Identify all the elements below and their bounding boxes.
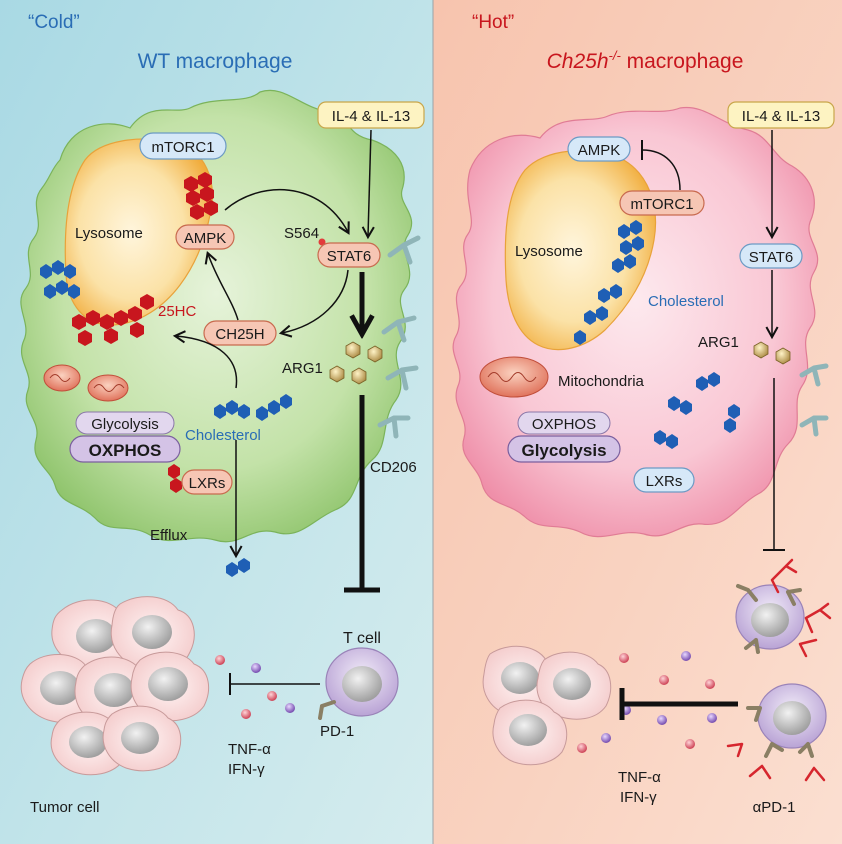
- wt-s564-label: S564: [284, 225, 319, 242]
- wt-stat6-label: STAT6: [327, 248, 371, 265]
- ko-cholesterol-label: Cholesterol: [648, 293, 724, 310]
- wt-arg1-dots: [329, 341, 383, 385]
- wt-arrow-cholesterol-to-25hc: [172, 330, 238, 389]
- wt-oxphos-label: OXPHOS: [89, 441, 162, 460]
- wt-cytokines-box: [317, 101, 425, 129]
- wt-lxrs-pill: [181, 469, 233, 495]
- wt-t-cell-label: T cell: [343, 630, 381, 647]
- ko-ampk-label: AMPK: [578, 142, 621, 159]
- wt-ch25h-pill: [203, 320, 277, 346]
- ko-mitochondria-label: Mitochondria: [558, 373, 645, 390]
- ko-t-cell-bottom: [726, 683, 827, 782]
- wt-arg1-label: ARG1: [282, 360, 323, 377]
- wt-cholesterol-cluster-left: [40, 260, 80, 299]
- ko-ifn-label: IFN-γ: [620, 789, 657, 806]
- wt-ampk-pill: [175, 224, 235, 250]
- wt-ampk-label: AMPK: [184, 230, 227, 247]
- ko-cytokines-box: [727, 101, 835, 129]
- ko-lxrs-label: LXRs: [646, 473, 683, 490]
- wt-cytokine-dots: [215, 655, 295, 719]
- wt-pd1-receptor: [318, 700, 336, 720]
- ko-cd206-receptors: [799, 363, 829, 437]
- ko-arg1-label: ARG1: [698, 334, 739, 351]
- wt-arrow-ch25h-to-ampk: [204, 250, 239, 321]
- left-state-label: “Cold”: [28, 12, 80, 33]
- ko-arg1-dots: [753, 341, 791, 365]
- ko-cytokines-label: IL-4 & IL-13: [742, 108, 820, 125]
- ko-glycolysis-label: Glycolysis: [521, 441, 606, 460]
- ko-t-cell-top: [735, 558, 832, 658]
- wt-ch25h-label: CH25H: [215, 326, 264, 343]
- wt-lxrs-label: LXRs: [189, 475, 226, 492]
- right-panel: “Hot” Ch25h-/- macrophage Lysosome AMPK …: [452, 12, 835, 816]
- ko-tnf-label: TNF-α: [618, 769, 661, 786]
- wt-lysosome-label: Lysosome: [75, 225, 143, 242]
- wt-cd206-label: CD206: [370, 459, 417, 476]
- ko-mtorc1-label: mTORC1: [630, 196, 693, 213]
- ko-mtorc1-inhibits-ampk: [641, 149, 681, 191]
- wt-glycolysis-label: Glycolysis: [91, 416, 159, 433]
- ko-cholesterol-scattered: [654, 372, 740, 449]
- wt-pd1-label: PD-1: [320, 723, 354, 740]
- left-title: WT macrophage: [138, 50, 293, 73]
- wt-cd206-receptors: [377, 235, 421, 439]
- wt-glycolysis-pill: [75, 411, 175, 435]
- wt-25hc-label: 25HC: [158, 303, 197, 320]
- ko-ampk-pill: [567, 136, 631, 162]
- wt-phospho-site: [318, 238, 326, 246]
- ko-stat6-pill: [739, 243, 803, 269]
- wt-lxrs-25hc: [168, 464, 182, 493]
- wt-arrow-cytokine-to-stat6: [361, 129, 375, 240]
- wt-effluxed-cholesterol: [226, 558, 250, 577]
- wt-mtorc1-label: mTORC1: [151, 139, 214, 156]
- wt-arrow-ampk-to-stat6: [224, 189, 350, 235]
- right-title-sup: -/-: [609, 48, 622, 63]
- wt-efflux-label: Efflux: [150, 527, 188, 544]
- wt-cholesterol-label: Cholesterol: [185, 427, 261, 444]
- wt-tnf-label: TNF-α: [228, 741, 271, 758]
- ko-apd1-label: αPD-1: [753, 799, 796, 816]
- wt-25hc-cluster-top: [184, 172, 218, 220]
- wt-cytokines-label: IL-4 & IL-13: [332, 108, 410, 125]
- ko-stat6-label: STAT6: [749, 249, 793, 266]
- ko-glycolysis-pill: [507, 435, 621, 463]
- ko-cholesterol-cluster: [574, 220, 644, 345]
- ko-oxphos-label: OXPHOS: [532, 416, 596, 433]
- ko-tumor-cells: [482, 645, 612, 766]
- ko-lysosome-label: Lysosome: [515, 243, 583, 260]
- wt-cholesterol-cluster-mid: [214, 394, 292, 421]
- right-title: Ch25h-/- macrophage: [547, 48, 744, 73]
- wt-25hc-cluster-bottom: [72, 294, 154, 346]
- ko-lxrs-pill: [633, 467, 695, 493]
- wt-tumor-cells: [20, 596, 210, 776]
- wt-mitochondria: [43, 364, 129, 402]
- ko-mitochondria: [479, 356, 549, 398]
- wt-t-cell: [325, 647, 399, 717]
- wt-arrow-stat6-to-ch25h: [278, 269, 349, 338]
- wt-oxphos-pill: [69, 435, 181, 463]
- wt-tumor-cell-label: Tumor cell: [30, 799, 99, 816]
- right-title-gene: Ch25h: [547, 50, 609, 73]
- wt-mtorc1-pill: [139, 132, 227, 160]
- ko-oxphos-pill: [517, 411, 611, 435]
- left-panel: “Cold” WT macrophage Lysosome mTORC1: [20, 12, 425, 816]
- right-title-rest: macrophage: [621, 50, 744, 73]
- wt-ifn-label: IFN-γ: [228, 761, 265, 778]
- ko-mtorc1-pill: [619, 190, 705, 216]
- ko-cytokine-dots: [577, 651, 717, 753]
- wt-stat6-pill: [317, 242, 381, 268]
- right-state-label: “Hot”: [472, 12, 514, 33]
